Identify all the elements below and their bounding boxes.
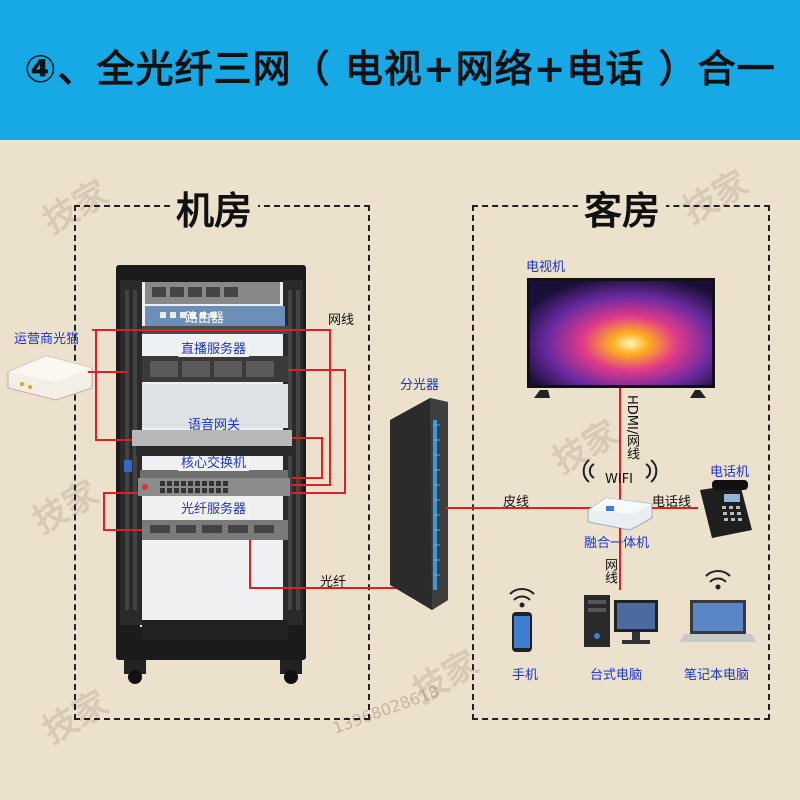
optical-splitter-icon bbox=[390, 398, 448, 610]
machine-room-title: 机房 bbox=[170, 180, 259, 235]
router-label: 路由器 bbox=[185, 311, 225, 326]
phone-line-label: 电话线 bbox=[652, 495, 692, 510]
optical-modem-icon bbox=[7, 355, 93, 401]
splitter-label: 分光器 bbox=[400, 378, 440, 393]
phone-label: 电话机 bbox=[710, 465, 750, 480]
network-line-label: 网线 bbox=[602, 558, 617, 584]
leather-cable-label: 皮线 bbox=[503, 495, 530, 510]
laptop-icon bbox=[680, 600, 756, 642]
guest-room-title: 客房 bbox=[578, 180, 667, 235]
wifi-icon bbox=[509, 588, 535, 608]
live-server-label: 直播服务器 bbox=[178, 342, 250, 357]
voice-gateway-label: 语音网关 bbox=[188, 418, 241, 433]
core-switch-label: 核心交换机 bbox=[178, 456, 250, 471]
wifi-icon bbox=[582, 459, 658, 483]
operator-modem-label: 运营商光猫 bbox=[14, 332, 80, 347]
tv-icon bbox=[527, 278, 715, 398]
fiber-server-label: 光纤服务器 bbox=[178, 502, 250, 517]
gateway-label: 融合一体机 bbox=[584, 536, 650, 551]
network-cable-label: 网线 bbox=[328, 313, 355, 328]
fiber-cable-label: 光纤 bbox=[320, 575, 347, 590]
fusion-gateway-icon bbox=[587, 497, 653, 531]
wifi-label: WIFI bbox=[605, 472, 633, 487]
laptop-label: 笔记本电脑 bbox=[684, 668, 750, 683]
wifi-icon bbox=[705, 570, 731, 590]
desktop-computer-icon bbox=[584, 595, 658, 647]
mobile-label: 手机 bbox=[512, 668, 539, 683]
hdmi-cable-label: HDMI/网线 bbox=[624, 395, 639, 461]
server-rack bbox=[116, 265, 306, 684]
page-title: ④、全光纤三网（ 电视+网络+电话 ）合一 bbox=[24, 46, 776, 91]
desktop-label: 台式电脑 bbox=[590, 668, 643, 683]
tv-label: 电视机 bbox=[526, 260, 566, 275]
header-banner: ④、全光纤三网（ 电视+网络+电话 ）合一 bbox=[0, 0, 800, 140]
desk-phone-icon bbox=[700, 480, 752, 538]
mobile-phone-icon bbox=[512, 612, 532, 652]
